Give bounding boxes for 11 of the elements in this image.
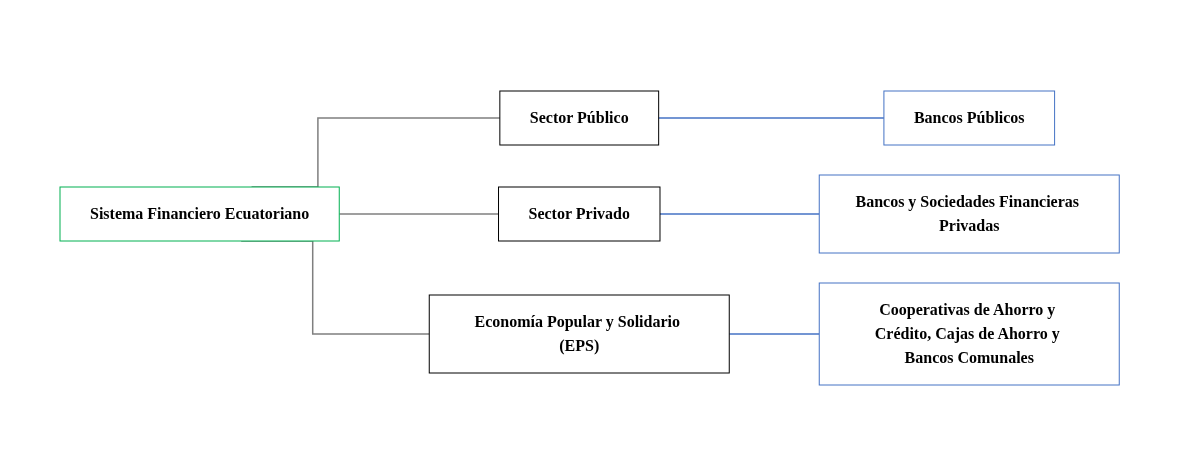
connector xyxy=(659,213,820,215)
node-box: Economía Popular y Solidario (EPS) xyxy=(428,294,730,374)
node-box: Sistema Financiero Ecuatoriano xyxy=(59,186,340,242)
node-box: Sector Público xyxy=(499,90,660,146)
node-box: Cooperativas de Ahorro y Crédito, Cajas de Ahorro y Bancos Comunales xyxy=(818,282,1120,386)
connector xyxy=(338,213,500,215)
node-box: Bancos Públicos xyxy=(883,90,1055,146)
node-box: Bancos y Sociedades Financieras Privadas xyxy=(818,174,1120,254)
node-box: Sector Privado xyxy=(497,186,661,242)
connector xyxy=(728,333,820,335)
connector xyxy=(657,117,885,119)
